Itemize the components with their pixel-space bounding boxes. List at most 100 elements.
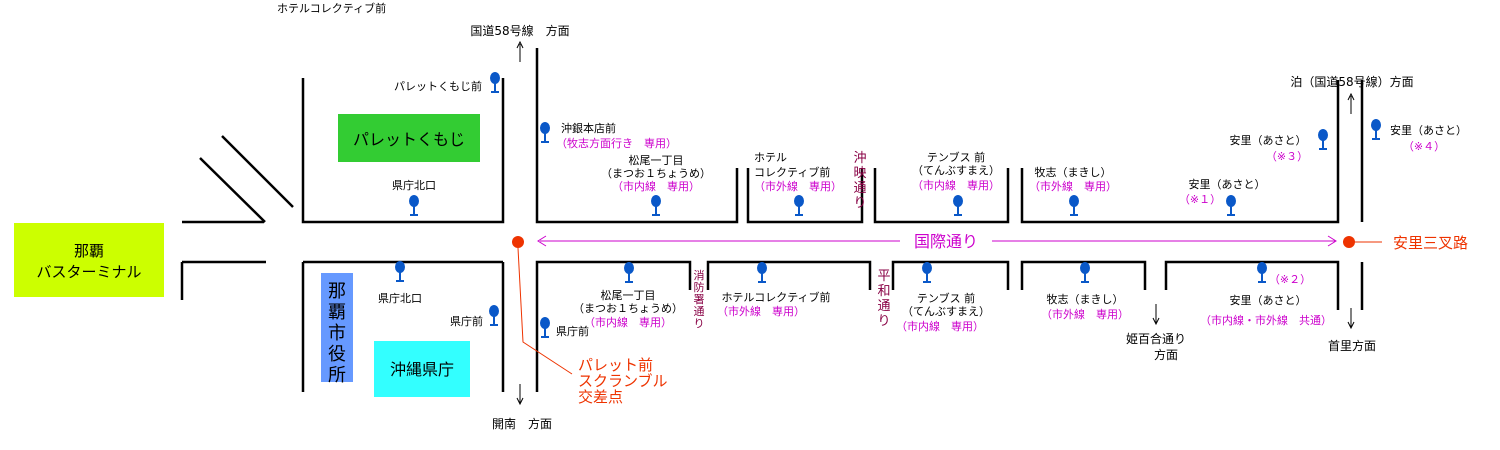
svg-text:牧志（まきし）: 牧志（まきし） xyxy=(1047,292,1124,306)
palette-kumoji-building: パレットくもじ xyxy=(338,114,480,162)
svg-text:県庁北口: 県庁北口 xyxy=(392,178,436,192)
bus-stop-icon xyxy=(539,121,551,143)
bus-stop-icon xyxy=(756,261,768,283)
bus-stop-tenbusu-n: テンブス 前 （てんぶすまえ） （市内線 専用） xyxy=(912,150,1000,216)
bus-stop-asato-3: 安里（あさと） （※３） xyxy=(1230,128,1329,163)
okiei-street-label: 沖映通り xyxy=(853,151,866,211)
bus-stop-asato-4: 安里（あさと） （※４） xyxy=(1370,118,1467,153)
svg-text:テンブス 前: テンブス 前 xyxy=(927,150,985,164)
svg-text:スクランブル: スクランブル xyxy=(578,372,668,390)
svg-text:パレットくもじ前: パレットくもじ前 xyxy=(394,79,482,93)
svg-text:県庁北口: 県庁北口 xyxy=(378,291,422,305)
svg-text:那覇: 那覇 xyxy=(74,242,104,260)
scramble-intersection-marker xyxy=(512,236,524,248)
kokusai-street-label: 国際通り xyxy=(914,232,978,251)
bus-stop-tenbusu-s: テンブス 前 （てんぶすまえ） （市内線 専用） xyxy=(896,261,990,333)
svg-text:（※４）: （※４） xyxy=(1403,140,1445,153)
svg-text:沖縄県庁: 沖縄県庁 xyxy=(390,360,454,379)
bus-stop-icon xyxy=(623,261,635,283)
bus-stop-icon xyxy=(1079,261,1091,283)
svg-text:（※１）: （※１） xyxy=(1179,193,1221,206)
road-network xyxy=(180,48,1364,392)
direction-north-58: 国道58号線 方面 xyxy=(470,23,569,38)
svg-text:（市内線 専用）: （市内線 専用） xyxy=(912,178,1000,192)
direction-tomari: 泊（国道58号線）方面 xyxy=(1290,74,1413,89)
svg-text:バスターミナル: バスターミナル xyxy=(36,263,141,281)
svg-text:ホテルコレクティブ前: ホテルコレクティブ前 xyxy=(721,290,830,304)
sansaro-label: 安里三叉路 xyxy=(1393,234,1468,252)
bus-stop-okigin: 沖銀本店前 （牧志方面行き 専用） xyxy=(539,121,677,150)
svg-text:テンブス 前: テンブス 前 xyxy=(917,291,975,305)
bus-stop-icon xyxy=(489,71,501,93)
svg-text:（※２）: （※２） xyxy=(1269,273,1311,286)
bus-stop-icon xyxy=(921,261,933,283)
bus-stop-kenchomae-west: 県庁前 xyxy=(450,304,500,328)
svg-text:県庁前: 県庁前 xyxy=(556,324,589,338)
bus-stop-kenchomae-east: 県庁前 xyxy=(539,316,589,338)
bus-stop-hotel-s: ホテルコレクティブ前 （市外線 専用） xyxy=(717,261,831,318)
bus-stop-icon xyxy=(1317,128,1329,150)
svg-text:（市外線 専用）: （市外線 専用） xyxy=(717,304,805,318)
bus-stop-icon xyxy=(1256,261,1268,283)
bus-terminal: 那覇 バスターミナル xyxy=(14,223,164,297)
bus-stop-makishi-n: 牧志（まきし） （市外線 専用） xyxy=(1029,165,1117,216)
direction-himeyuri: 姫百合通り xyxy=(1126,331,1186,346)
svg-text:（てんぶすまえ）: （てんぶすまえ） xyxy=(902,305,990,318)
svg-text:（市内線 専用）: （市内線 専用） xyxy=(896,319,984,333)
kokusai-line xyxy=(537,235,1337,247)
svg-text:パレットくもじ: パレットくもじ xyxy=(353,130,465,149)
svg-text:コレクティブ前: コレクティブ前 xyxy=(754,165,830,179)
svg-text:（まつお１ちょうめ）: （まつお１ちょうめ） xyxy=(573,302,683,315)
direction-himeyuri-suffix: 方面 xyxy=(1154,347,1178,362)
bus-stop-icon xyxy=(408,194,420,216)
bus-stop-hotel-n: ホテル コレクティブ前 （市外線 専用） xyxy=(754,151,842,216)
svg-text:パレット前: パレット前 xyxy=(578,356,653,374)
svg-text:（市内線 専用）: （市内線 専用） xyxy=(584,315,672,329)
svg-text:（市内線 専用）: （市内線 専用） xyxy=(612,179,700,193)
bus-stop-icon xyxy=(1225,194,1237,216)
svg-text:（※３）: （※３） xyxy=(1266,150,1308,163)
svg-text:安里（あさと）: 安里（あさと） xyxy=(1230,293,1307,307)
svg-text:（市内線・市外線 共通）: （市内線・市外線 共通） xyxy=(1200,313,1332,327)
svg-text:松尾一丁目: 松尾一丁目 xyxy=(629,153,684,167)
direction-south-kainan: 開南 方面 xyxy=(492,416,552,431)
svg-text:交差点: 交差点 xyxy=(578,388,623,406)
svg-text:松尾一丁目: 松尾一丁目 xyxy=(601,288,656,302)
svg-text:（てんぶすまえ）: （てんぶすまえ） xyxy=(912,164,1000,177)
direction-shuri: 首里方面 xyxy=(1328,338,1376,353)
bus-stop-icon xyxy=(952,194,964,216)
svg-text:牧志（まきし）: 牧志（まきし） xyxy=(1035,165,1112,179)
bus-stop-matsuo-n: 松尾一丁目 （まつお１ちょうめ） （市内線 専用） xyxy=(601,153,711,216)
bus-stop-icon xyxy=(539,316,551,338)
sansaro-intersection-marker xyxy=(1343,236,1355,248)
bus-stop-palette-mae: パレットくもじ前 xyxy=(394,71,501,93)
scramble-label: パレット前 スクランブル 交差点 xyxy=(578,356,668,406)
svg-text:（まつお１ちょうめ）: （まつお１ちょうめ） xyxy=(601,167,711,180)
svg-text:ホテル: ホテル xyxy=(754,151,787,164)
bus-stop-makishi-s: 牧志（まきし） （市外線 専用） xyxy=(1041,261,1129,321)
svg-text:（市外線 専用）: （市外線 専用） xyxy=(1029,179,1117,193)
svg-text:県庁前: 県庁前 xyxy=(450,314,483,328)
bus-stop-asato-1: 安里（あさと） （※１） xyxy=(1179,177,1266,216)
svg-text:（市外線 専用）: （市外線 専用） xyxy=(754,179,842,193)
bus-stop-icon xyxy=(394,260,406,282)
header-caption: ホテルコレクティブ前 xyxy=(277,1,386,15)
direction-arrows xyxy=(516,40,1355,406)
naha-city-hall: 那覇市役所 xyxy=(321,273,353,386)
svg-text:（牧志方面行き 専用）: （牧志方面行き 専用） xyxy=(556,136,677,150)
bus-stop-icon xyxy=(1068,194,1080,216)
bus-stop-icon xyxy=(1370,118,1382,140)
bus-stop-icon xyxy=(488,304,500,326)
svg-text:那覇市役所: 那覇市役所 xyxy=(328,281,346,386)
svg-text:安里（あさと）: 安里（あさと） xyxy=(1230,133,1307,147)
bus-stop-kencho-kita-n: 県庁北口 xyxy=(392,178,436,216)
svg-text:沖銀本店前: 沖銀本店前 xyxy=(561,121,616,135)
svg-text:（市外線 専用）: （市外線 専用） xyxy=(1041,307,1129,321)
bus-stop-icon xyxy=(650,194,662,216)
bus-stop-matsuo-s: 松尾一丁目 （まつお１ちょうめ） （市内線 専用） xyxy=(573,261,683,329)
svg-text:安里（あさと）: 安里（あさと） xyxy=(1390,123,1467,137)
bus-stop-kencho-kita-s: 県庁北口 xyxy=(378,260,422,305)
shobosho-street-label: 消防署通り xyxy=(694,268,705,330)
bus-stop-asato-2: （※２） 安里（あさと） （市内線・市外線 共通） xyxy=(1200,261,1332,327)
